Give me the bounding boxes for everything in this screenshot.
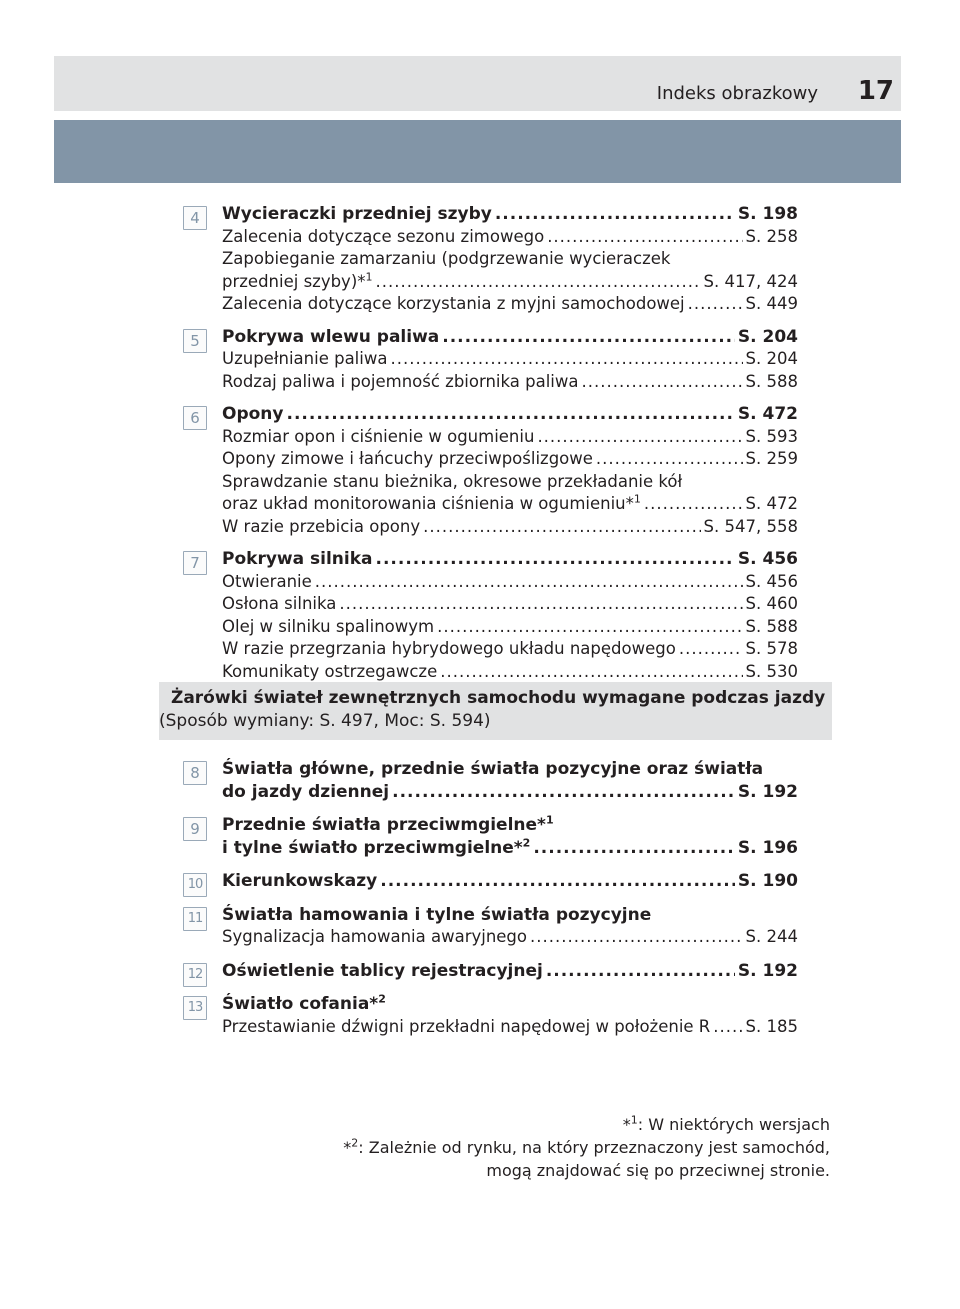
entry-title-line[interactable]: do jazdy dziennejS. 192: [222, 781, 798, 804]
sub-entry[interactable]: Zalecenia dotyczące sezonu zimowegoS. 25…: [222, 226, 798, 249]
index-entries: 4 Wycieraczki przedniej szybyS. 198 Zale…: [183, 203, 798, 693]
sub-entry-line1: Sprawdzanie stanu bieżnika, okresowe prz…: [222, 471, 683, 491]
section-title: Indeks obrazkowy: [656, 83, 818, 104]
entry-number-badge: 8: [183, 761, 207, 785]
sub-entry[interactable]: Uzupełnianie paliwaS. 204: [222, 348, 798, 371]
illustration-band: [54, 120, 901, 183]
footnote-2-continued: mogą znajdować się po przeciwnej stronie…: [486, 1161, 830, 1180]
entry-title-line[interactable]: Pokrywa wlewu paliwaS. 204: [222, 326, 798, 349]
sub-entry-line1: Zapobieganie zamarzaniu (podgrzewanie wy…: [222, 249, 671, 268]
sub-entry[interactable]: Rodzaj paliwa i pojemność zbiornika pali…: [222, 371, 798, 394]
entry-license-plate-light: 12 Oświetlenie tablicy rejestracyjnejS. …: [183, 960, 798, 987]
entry-hood: 7 Pokrywa silnikaS. 456 OtwieranieS. 456…: [183, 548, 798, 684]
entry-fuel-door: 5 Pokrywa wlewu paliwaS. 204 Uzupełniani…: [183, 326, 798, 394]
sub-entry[interactable]: Olej w silniku spalinowymS. 588: [222, 616, 798, 639]
entry-number-badge: 10: [183, 873, 207, 897]
entry-title-line1: Przednie światła przeciwmgielne*1: [222, 813, 554, 835]
sub-entry[interactable]: Rozmiar opon i ciśnienie w ogumieniuS. 5…: [222, 426, 798, 449]
entry-turn-signals: 10 KierunkowskazyS. 190: [183, 870, 798, 897]
sub-entry[interactable]: OtwieranieS. 456: [222, 571, 798, 594]
entry-brake-lights: 11 Światła hamowania i tylne światła poz…: [183, 904, 798, 949]
sub-entry[interactable]: Sygnalizacja hamowania awaryjnegoS. 244: [222, 926, 798, 949]
footnote-1: *1: W niektórych wersjach: [622, 1113, 830, 1134]
footnote-2: *2: Zależnie od rynku, na który przeznac…: [343, 1136, 830, 1157]
bulbs-section-box: Żarówki świateł zewnętrznych samochodu w…: [159, 682, 832, 740]
sub-entry[interactable]: Zalecenia dotyczące korzystania z myjni …: [222, 293, 798, 316]
bulbs-section-title: Żarówki świateł zewnętrznych samochodu w…: [171, 688, 826, 708]
sub-entry[interactable]: przedniej szyby)*1S. 417, 424: [222, 271, 798, 294]
entry-title-line[interactable]: KierunkowskazyS. 190: [222, 870, 798, 893]
entry-reverse-light: 13 Światło cofania*2 Przestawianie dźwig…: [183, 992, 798, 1039]
page-number: 17: [857, 76, 894, 106]
entry-number-badge: 11: [183, 906, 207, 931]
lights-entries: 8 Światła główne, przednie światła pozyc…: [183, 758, 798, 1049]
entry-title-line[interactable]: Oświetlenie tablicy rejestracyjnejS. 192: [222, 960, 798, 983]
entry-fog-lights: 9 Przednie światła przeciwmgielne*1 i ty…: [183, 813, 798, 860]
sub-entry[interactable]: Komunikaty ostrzegawczeS. 530: [222, 661, 798, 684]
sub-entry[interactable]: Opony zimowe i łańcuchy przeciwpoślizgow…: [222, 448, 798, 471]
header-bar: [54, 56, 901, 111]
entry-title-line1: Światła główne, przednie światła pozycyj…: [222, 759, 764, 779]
entry-number-badge: 5: [183, 328, 207, 353]
entry-title-line1: Światła hamowania i tylne światła pozycy…: [222, 904, 652, 925]
sub-entry[interactable]: W razie przebicia oponyS. 547, 558: [222, 516, 798, 539]
entry-title-line[interactable]: Wycieraczki przedniej szybyS. 198: [222, 203, 798, 226]
sub-entry[interactable]: W razie przegrzania hybrydowego układu n…: [222, 638, 798, 661]
sub-entry[interactable]: Osłona silnikaS. 460: [222, 593, 798, 616]
entry-title-line[interactable]: OponyS. 472: [222, 403, 798, 426]
entry-number-badge: 13: [183, 996, 207, 1020]
entry-number-badge: 4: [183, 206, 207, 230]
entry-number-badge: 6: [183, 406, 207, 430]
entry-number-badge: 12: [183, 962, 207, 987]
entry-headlights: 8 Światła główne, przednie światła pozyc…: [183, 758, 798, 804]
entry-title-line[interactable]: i tylne światło przeciwmgielne*2S. 196: [222, 837, 798, 860]
bulbs-section-subtitle: (Sposób wymiany: S. 497, Moc: S. 594): [159, 711, 491, 731]
entry-number-badge: 9: [183, 817, 207, 841]
entry-tires: 6 OponyS. 472 Rozmiar opon i ciśnienie w…: [183, 403, 798, 539]
entry-title-line1: Światło cofania*2: [222, 992, 386, 1014]
entry-title-line[interactable]: Pokrywa silnikaS. 456: [222, 548, 798, 571]
footnotes: *1: W niektórych wersjach *2: Zależnie o…: [343, 1113, 830, 1182]
sub-entry[interactable]: Przestawianie dźwigni przekładni napędow…: [222, 1016, 798, 1039]
sub-entry[interactable]: oraz układ monitorowania ciśnienia w ogu…: [222, 493, 798, 516]
entry-wipers: 4 Wycieraczki przedniej szybyS. 198 Zale…: [183, 203, 798, 316]
entry-number-badge: 7: [183, 551, 207, 575]
